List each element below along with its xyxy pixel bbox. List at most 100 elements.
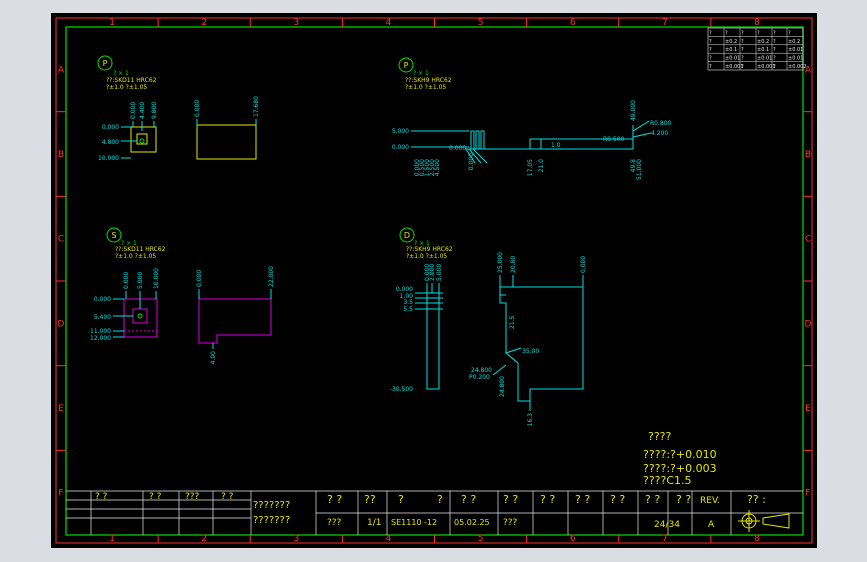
p2-dim-b8: 49.8 [630,159,637,173]
s1-side-dim-2: 4.00 [210,351,217,365]
s1-dim-y2: 11.000 [90,328,111,335]
d1-dim-y0: 0.000 [396,286,413,293]
tolerance-cell-0-0: ? [709,30,712,36]
view-s1-material: ??:SKD11 HRC62 [115,246,166,253]
p2-dim-b7: 21.0 [538,159,545,173]
notes-line-2: ????:?+0.003 [643,462,717,475]
zone-row-label-A-right: A [805,65,812,75]
tb-header-2: ? [398,493,404,506]
view-p1-tolerance: ?±1.0 ?±1.05 [106,84,147,91]
tolerance-cell-2-0: ? [709,47,712,53]
p2-dim-y0: 5.000 [392,128,409,135]
d1-prof-2: 0.000 [580,256,587,273]
zone-row-label-B-left: B [58,150,64,160]
tolerance-cell-0-3: ? [757,30,760,36]
tolerance-cell-4-2: ? [741,64,744,70]
tolerance-cell-4-5: ±0.002 [788,64,807,70]
tb-value-4: ??? [503,518,518,528]
view-p1: P ? × 1 ??:SKD11 HRC62 ?±1.0 ?±1.05 0.00… [97,55,260,162]
tolerance-cell-0-5: ? [788,30,791,36]
view-p2-tolerance: ?±1.0 ?±1.05 [405,84,446,91]
notes-heading: ???? [648,430,672,443]
zone-col-label-7-top: 7 [662,18,668,28]
zone-col-label-5-bottom: 5 [478,534,484,544]
zone-row-label-C-left: C [58,235,64,245]
view-p1-material: ??:SKD11 HRC62 [106,77,157,84]
zone-row-label-E-left: E [58,404,64,414]
tb-header-9: ? ? [645,493,660,506]
s1-dim-y0: 0.000 [94,296,111,303]
rev-header-2: ??? [185,492,200,502]
p2-dim-b5: 0.000 [468,153,475,170]
view-d1-material: ??:SKH9 HRC62 [406,246,453,253]
tb-header-10: ? ? [676,493,691,506]
tb-header-rev: REV. [700,496,720,506]
p1-dim-y1: 4.800 [102,139,119,146]
tolerance-cell-1-1: ±0.2 [725,39,737,45]
view-p2-scale: ? × 1 [413,70,429,77]
zone-col-label-4-top: 4 [386,18,392,28]
title-block [66,490,803,535]
zone-col-label-6-bottom: 6 [570,534,576,544]
p2-dim-b1: 0.500 [419,159,426,176]
p2-dim-b2: 1.500 [424,159,431,176]
tolerance-cell-4-0: ? [709,64,712,70]
s1-dim-x2: 10.000 [153,268,160,289]
view-d1: D ? × 1 ??:SKH9 HRC62 ?±1.0 ?±1.05 0.000… [390,227,587,426]
tb-header-6: ? ? [540,493,555,506]
tb-header-last: ?? : [747,493,766,506]
zone-row-label-C-right: C [805,235,811,245]
general-notes: ???? ????:?+0.010 ????:?+0.003 ????C1.5 [643,430,717,487]
title-left-0: ??????? [253,500,290,511]
d1-prof-0: 25.000 [497,252,504,273]
p2-origin: 0.000 [449,145,466,152]
zone-col-label-5-top: 5 [478,18,484,28]
tb-header-0: ? ? [327,493,342,506]
tb-value-0: ??? [327,518,342,528]
d1-prof-6: P0.200 [469,374,490,381]
d1-prof-5: 24.800 [471,367,492,374]
title-block-text: ? ? ? ? ??? ? ? ??????? ??????? ? ? ?? ?… [95,492,766,530]
tb-value-drawing-no: SE1110 -12 [391,518,437,527]
tb-value-1: 1/1 [367,518,381,528]
tolerance-cell-3-5: ±0.01 [788,56,803,62]
p2-dim-b6: 17.05 [527,159,534,176]
tb-header-1: ?? [364,493,376,506]
view-p2-material: ??:SKH9 HRC62 [405,77,452,84]
s1-side-dim-1: 22.000 [268,266,275,287]
p1-dim-x0: 0.000 [130,102,137,119]
zone-col-label-7-bottom: 7 [662,534,668,544]
s1-side-dim-0: 0.000 [196,270,203,287]
tolerance-cell-3-2: ? [741,56,744,62]
p2-dim-mid: 1.0 [551,142,561,149]
tolerance-cell-0-4: ? [773,30,776,36]
zone-row-label-F-right: F [805,489,810,499]
zone-row-label-E-right: E [805,404,811,414]
view-p1-scale: ? × 1 [113,70,129,77]
p1-dim-y2: 10.000 [98,155,119,162]
view-s1: S ? × 1 ??:SKD11 HRC62 ?±1.0 ?±1.05 0.00… [90,227,275,365]
zone-col-label-1-bottom: 1 [109,534,115,544]
tolerance-cell-3-0: ? [709,56,712,62]
rev-header-3: ? ? [221,492,234,502]
notes-line-3: ????C1.5 [643,474,692,487]
tb-header-8: ? ? [610,493,625,506]
tolerance-cell-2-4: ? [773,47,776,53]
tb-header-3: ? [437,493,443,506]
view-s1-tolerance: ?±1.0 ?±1.05 [115,253,156,260]
d1-dim-y2: 3.5 [403,299,413,306]
p2-dim-r0: 49.000 [630,100,637,121]
p2-dim-b3: 2.500 [429,159,436,176]
tolerance-cell-2-3: ±0.1 [757,47,769,53]
view-s1-scale: ? × 1 [121,240,137,247]
p1-dim-x2: 9.800 [151,102,158,119]
d1-prof-3: 21.5 [509,315,516,329]
zone-col-label-4-bottom: 4 [386,534,392,544]
zone-col-label-3-bottom: 3 [293,534,299,544]
tolerance-table: ???????±0.2?±0.2?±0.2?±0.1?±0.1?±0.01?±0… [707,27,807,71]
p2-dim-r1: R0.800 [650,120,672,127]
notes-line-1: ????:?+0.010 [643,448,717,461]
p2-dim-r2: R0.500 [603,136,625,143]
